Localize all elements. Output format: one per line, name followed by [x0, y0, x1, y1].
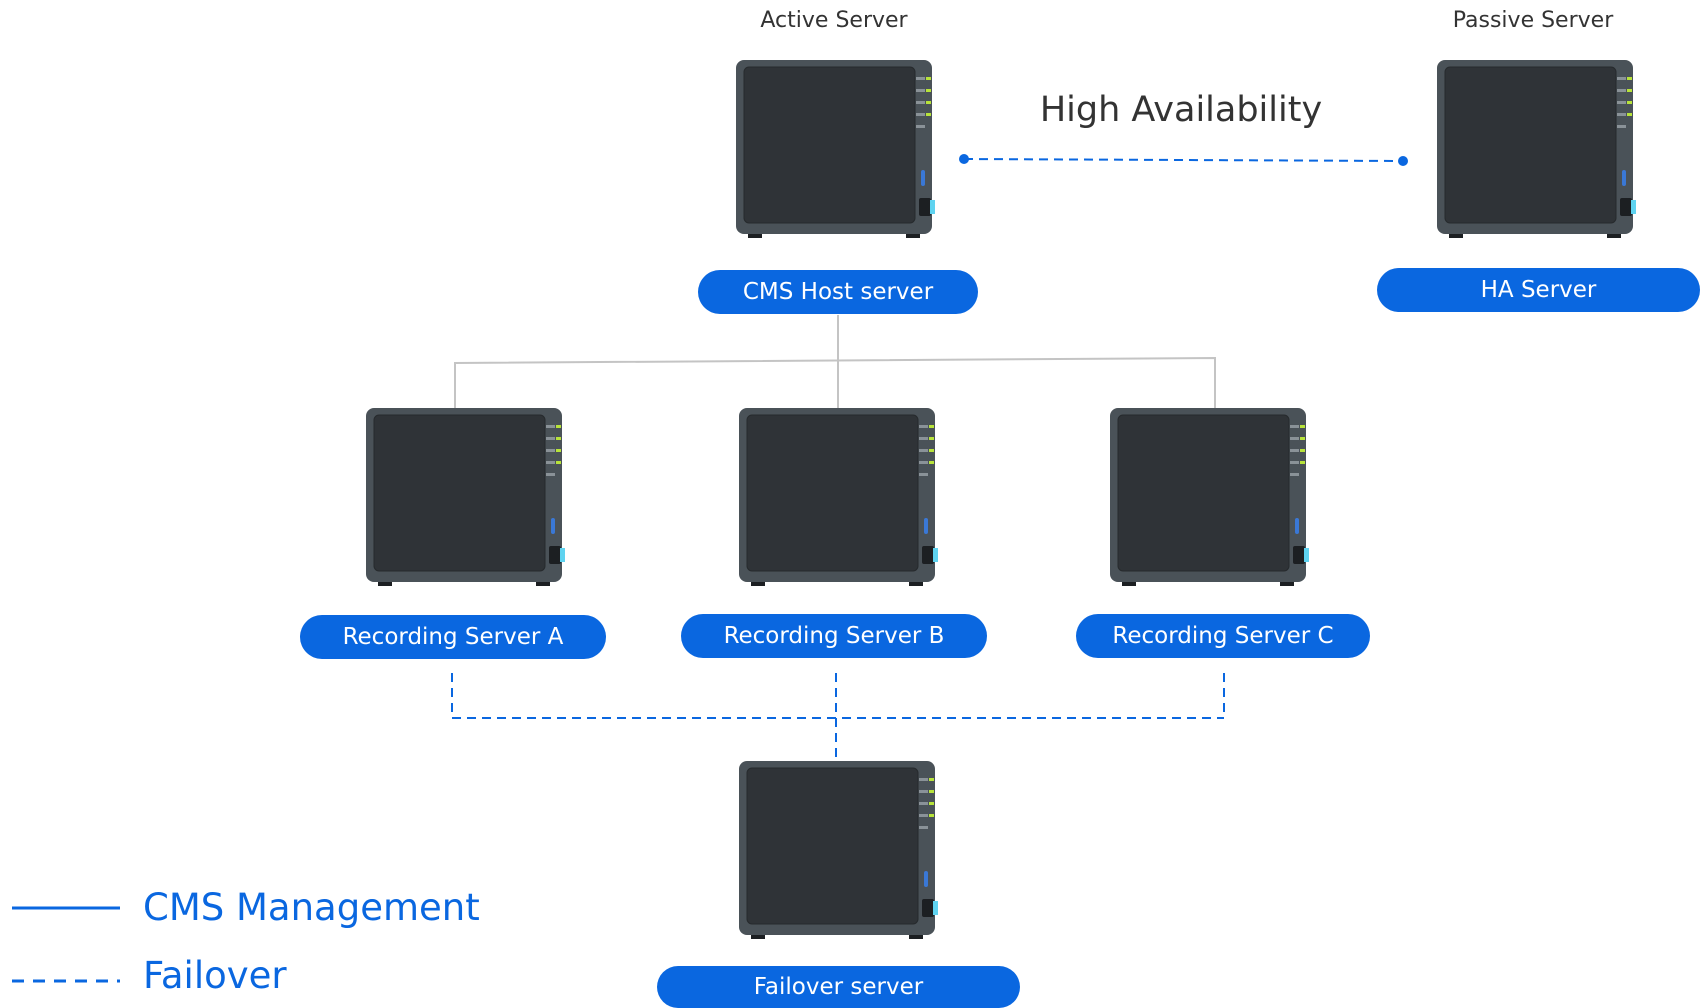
ha-server-label[interactable]: HA Server [1377, 268, 1700, 312]
recording-server-b-label[interactable]: Recording Server B [681, 614, 987, 658]
legend-solid-line [12, 906, 120, 910]
active-server-caption: Active Server [760, 8, 908, 33]
recording-server-b-icon[interactable] [739, 406, 939, 586]
ha-server-icon[interactable] [1437, 58, 1637, 238]
passive-server-caption: Passive Server [1452, 8, 1614, 33]
failover-server-label[interactable]: Failover server [657, 966, 1020, 1008]
legend-cms-management: CMS Management [143, 886, 480, 929]
high-availability-label: High Availability [1039, 90, 1323, 130]
failover-server-icon[interactable] [739, 759, 939, 939]
recording-server-c-label[interactable]: Recording Server C [1076, 614, 1370, 658]
recording-server-a-label[interactable]: Recording Server A [300, 615, 606, 659]
recording-server-a-icon[interactable] [366, 406, 566, 586]
cms-host-server-icon[interactable] [736, 58, 936, 238]
failover-lines [451, 673, 1225, 760]
legend-dashed-line [12, 979, 120, 983]
legend-failover: Failover [143, 954, 287, 997]
recording-server-c-icon[interactable] [1110, 406, 1310, 586]
ha-link [959, 154, 1408, 166]
cms-host-server-label[interactable]: CMS Host server [698, 270, 978, 314]
cms-management-lines [454, 315, 1216, 410]
